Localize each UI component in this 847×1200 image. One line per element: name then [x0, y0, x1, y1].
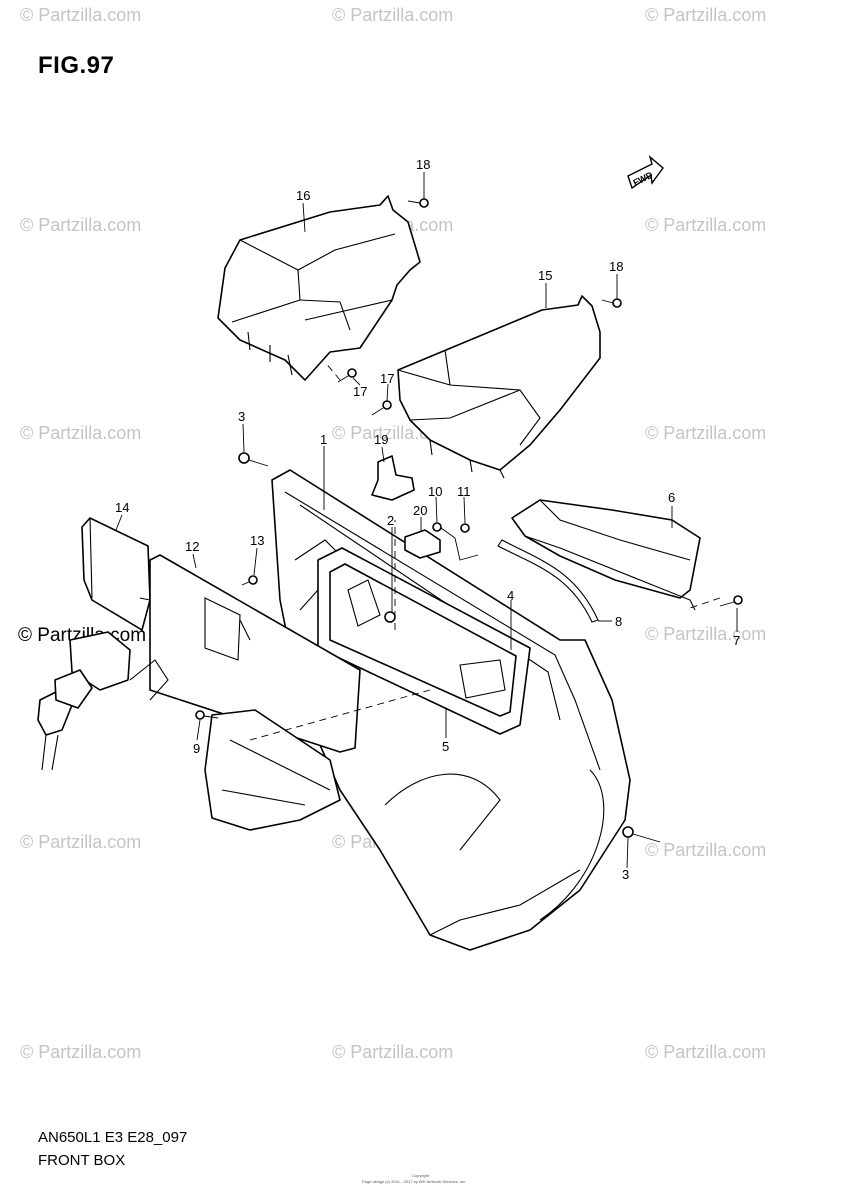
- screw-icon: [460, 523, 470, 533]
- callout-5: 5: [442, 739, 449, 754]
- screw-icon: [241, 575, 258, 586]
- callout-7: 7: [733, 633, 740, 648]
- callout-17: 17: [380, 371, 394, 386]
- copyright-label: Copyright: [412, 1173, 430, 1178]
- watermark: © Partzilla.com: [645, 840, 767, 860]
- part-8-seal: [497, 539, 599, 623]
- watermark: © Partzilla.com: [645, 624, 767, 644]
- callout-3: 3: [238, 409, 245, 424]
- part-14-cover: [81, 517, 151, 631]
- screw-icon: [601, 298, 622, 308]
- part-19-pad: [371, 455, 415, 501]
- watermark: © Partzilla.com: [645, 1042, 767, 1062]
- watermark: © Partzilla.com: [20, 215, 142, 235]
- part-6-lid: [511, 499, 701, 611]
- watermark: © Partzilla.com: [20, 423, 142, 443]
- part-4-lid-frame: [317, 547, 531, 735]
- callout-14: 14: [115, 500, 129, 515]
- callout-11: 11: [457, 484, 471, 499]
- watermark: © Partzilla.com: [20, 5, 142, 25]
- callout-4: 4: [507, 588, 514, 603]
- callout-6: 6: [668, 490, 675, 505]
- callout-3: 3: [622, 867, 629, 882]
- screw-icon: [238, 452, 269, 467]
- watermark: © Partzilla.com: [332, 5, 454, 25]
- part-20-block: [404, 529, 441, 559]
- screw-icon: [337, 368, 357, 383]
- screw-icon: [407, 198, 429, 208]
- part-12-lid-panel: [149, 554, 361, 753]
- figure-title: FIG.97: [38, 52, 115, 79]
- copyright-notice: Page design (c) 2001 - 2017 by ARI Netwo…: [362, 1179, 467, 1184]
- callout-15: 15: [538, 268, 552, 283]
- lock-assembly: [37, 631, 169, 771]
- fwd-arrow-icon: FWD: [627, 154, 664, 190]
- screw-icon: [371, 400, 392, 416]
- callout-12: 12: [185, 539, 199, 554]
- callout-13: 13: [250, 533, 264, 548]
- watermark: © Partzilla.com: [20, 832, 142, 852]
- bracket: [204, 709, 341, 831]
- watermark: © Partzilla.com: [645, 5, 767, 25]
- screw-icon: [195, 710, 219, 720]
- watermark: © Partzilla.com: [645, 215, 767, 235]
- callout-9: 9: [193, 741, 200, 756]
- callout-18: 18: [609, 259, 623, 274]
- watermark: © Partzilla.com: [332, 1042, 454, 1062]
- watermark: © Partzilla.com: [20, 1042, 142, 1062]
- callout-19: 19: [374, 432, 388, 447]
- watermark: © Partzilla.com: [645, 423, 767, 443]
- callout-20: 20: [413, 503, 427, 518]
- callout-2: 2: [387, 513, 394, 528]
- screw-icon: [432, 522, 479, 561]
- screw-icon: [384, 611, 396, 623]
- callout-1: 1: [320, 432, 327, 447]
- figure-code: AN650L1 E3 E28_097: [38, 1129, 188, 1146]
- callout-16: 16: [296, 188, 310, 203]
- figure-caption: FRONT BOX: [38, 1152, 126, 1169]
- part-15-duct: [397, 295, 601, 479]
- screw-icon: [719, 595, 743, 607]
- callout-18: 18: [416, 157, 430, 172]
- callout-10: 10: [428, 484, 442, 499]
- callout-17: 17: [353, 384, 367, 399]
- screw-icon: [622, 826, 661, 843]
- part-16-duct: [217, 195, 421, 381]
- callout-8: 8: [615, 614, 622, 629]
